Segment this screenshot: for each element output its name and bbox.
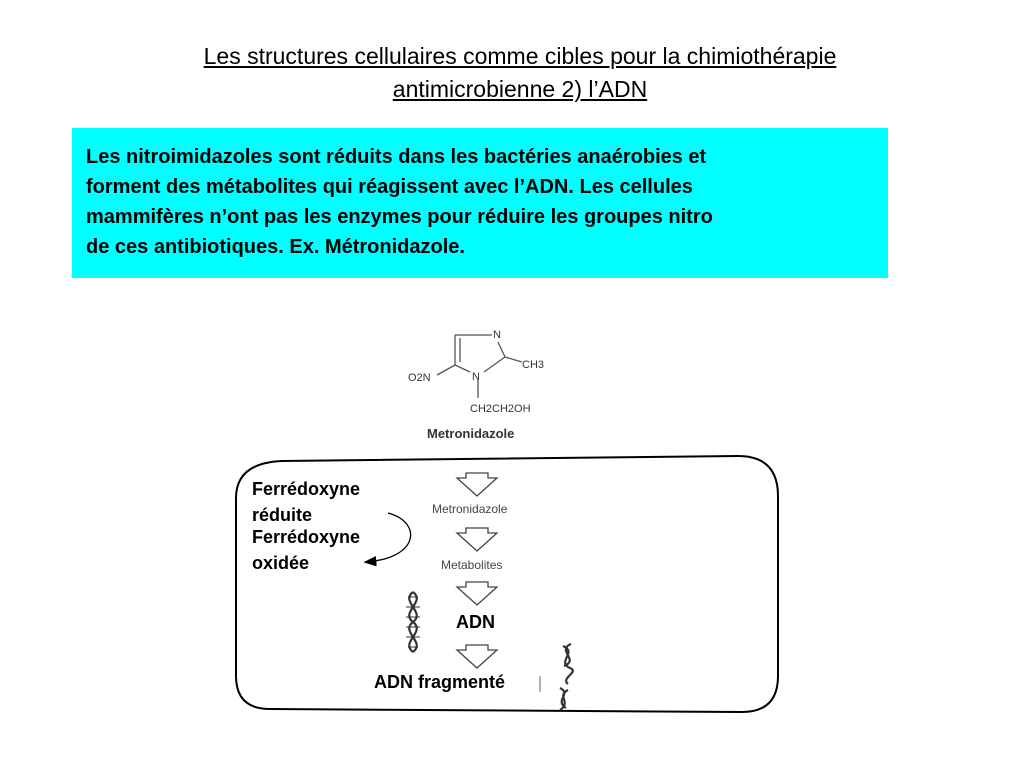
group-side-chain: CH2CH2OH [470, 403, 531, 415]
info-line-2: forment des métabolites qui réagissent a… [86, 176, 693, 198]
atom-n-top: N [493, 329, 501, 341]
down-arrow-icon [455, 472, 499, 497]
cell-outline [235, 454, 779, 714]
nitro-bond [436, 364, 456, 376]
dna-helix-icon [406, 591, 420, 653]
title-line-1: Les structures cellulaires comme cibles … [203, 43, 837, 69]
info-box: Les nitroimidazoles sont réduits dans le… [72, 128, 888, 278]
label-ferredoxin-reduced: Ferrédoxyne réduite [252, 476, 360, 528]
info-line-3: mammifères n’ont pas les enzymes pour ré… [86, 206, 713, 228]
group-ch3: CH3 [522, 359, 544, 371]
label-ferredoxin-reduced-line1: Ferrédoxyne [252, 479, 361, 499]
label-ferredoxin-reduced-line2: réduite [252, 505, 313, 525]
group-o2n: O2N [408, 372, 431, 384]
step-adn: ADN [456, 612, 495, 632]
ring-bond [497, 341, 506, 358]
dna-fragment-icon [559, 642, 574, 711]
slide-title: Les structures cellulaires comme cibles … [60, 40, 980, 106]
step-adn-fragmented: ADN fragmenté [374, 672, 506, 692]
atom-n-ring: N [472, 371, 480, 383]
step-metabolites: Metabolites [441, 558, 502, 572]
ring-bond [454, 364, 471, 373]
label-ferredoxin-oxidized-line1: Ferrédoxyne [252, 527, 361, 547]
methyl-bond [504, 356, 523, 363]
molecule-name: Metronidazole [427, 426, 514, 441]
info-line-4: de ces antibiotiques. Ex. Métronidazole. [86, 236, 465, 258]
ring-bond [483, 356, 506, 373]
step-metronidazole: Metronidazole [432, 502, 508, 516]
curved-arrow-icon [363, 512, 412, 567]
label-ferredoxin-oxidized: Ferrédoxyne oxidée [252, 524, 360, 576]
down-arrow-icon [455, 527, 499, 552]
info-line-1: Les nitroimidazoles sont réduits dans le… [86, 146, 707, 168]
down-arrow-icon [455, 644, 499, 669]
down-arrow-icon [455, 581, 499, 606]
label-ferredoxin-oxidized-line2: oxidée [252, 553, 310, 573]
title-line-2: antimicrobienne 2) l’ADN [392, 76, 648, 102]
metronidazole-structure [436, 334, 523, 398]
